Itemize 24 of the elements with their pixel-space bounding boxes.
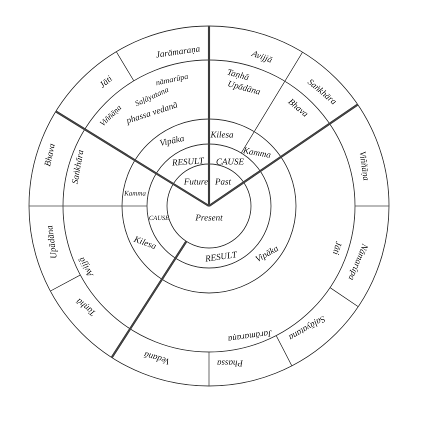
segment-label: Bhava bbox=[43, 142, 57, 168]
segment-label: Jarāmaraṇa bbox=[155, 44, 201, 60]
segment-label: Phassa bbox=[217, 358, 243, 368]
segment-label: Kamma bbox=[242, 146, 272, 160]
segment-label: Jāti bbox=[331, 240, 343, 256]
segment-label: Future bbox=[184, 178, 208, 186]
segment-label: Present bbox=[195, 214, 223, 222]
segment-label: Vipāka bbox=[254, 244, 280, 264]
segment-label: Past bbox=[215, 178, 231, 186]
segment-label: RESULT bbox=[204, 250, 238, 264]
segment-label: Jāti bbox=[98, 74, 114, 90]
segment-label: nāmarūpa bbox=[155, 72, 189, 88]
segment-label: Jarāmaraṇa bbox=[227, 328, 273, 344]
segment-label: Kilesa bbox=[210, 130, 234, 140]
segment-label: Kilesa bbox=[132, 234, 158, 252]
segment-label: CAUSE bbox=[216, 158, 244, 166]
segment-label: RESULT bbox=[172, 156, 204, 168]
segment-label: Upādāna bbox=[226, 79, 262, 97]
segment-label: Avijjā bbox=[250, 49, 274, 65]
segment-label: Vipāka bbox=[158, 134, 186, 148]
segment-label: Upādāna bbox=[45, 224, 59, 260]
segment-label: Viññāṇa bbox=[357, 150, 371, 182]
segment-label: Vedanā bbox=[143, 350, 171, 366]
segment-label: Saṅkhāra bbox=[70, 149, 86, 185]
